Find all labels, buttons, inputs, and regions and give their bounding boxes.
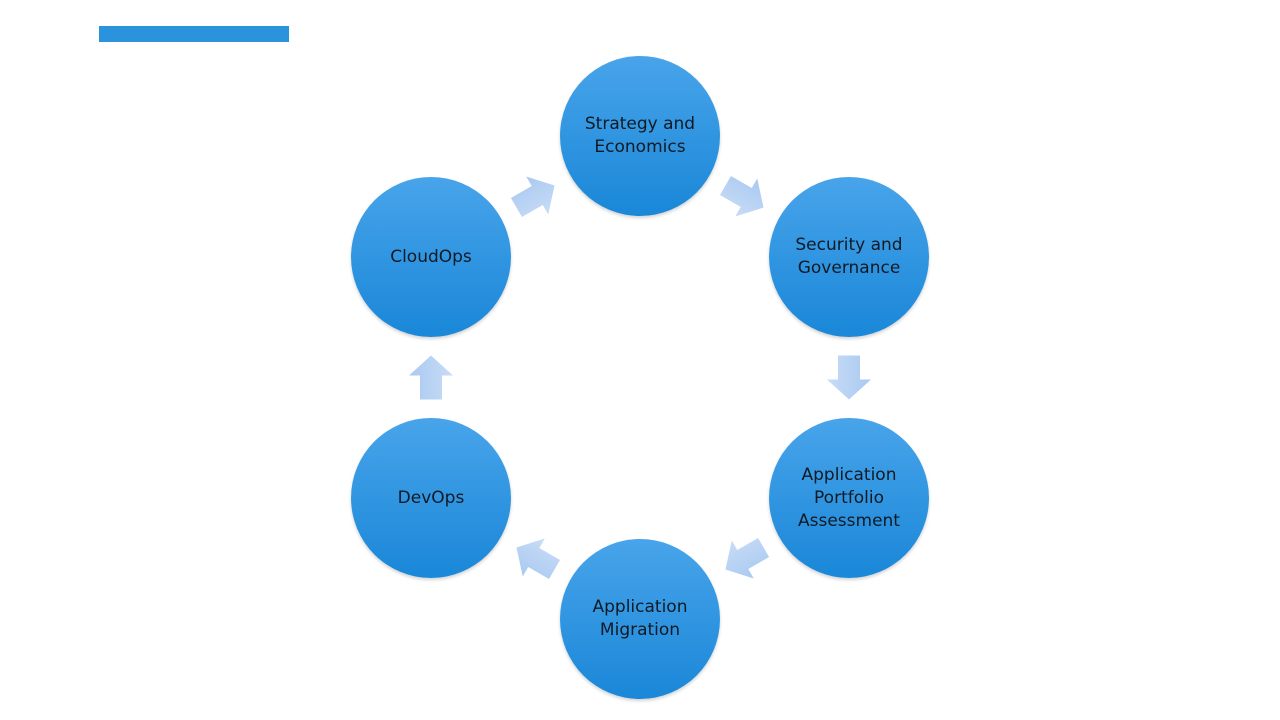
cycle-arrow-portfolio-to-migration xyxy=(725,537,770,579)
node-label: DevOps xyxy=(397,487,465,508)
cycle-arrow-devops-to-cloudops xyxy=(409,355,453,400)
node-label: Application Portfolio Assessment xyxy=(798,464,900,531)
cycle-node-devops: DevOps xyxy=(351,418,511,578)
cycle-node-strategy: Strategy and Economics xyxy=(560,56,720,216)
cycle-arrow-strategy-to-security xyxy=(719,175,764,217)
cycle-node-portfolio: Application Portfolio Assessment xyxy=(769,418,929,578)
cycle-arrow-security-to-portfolio xyxy=(827,355,871,400)
node-label: Security and Governance xyxy=(795,235,903,278)
node-label: CloudOps xyxy=(390,246,472,267)
node-label: Application Migration xyxy=(592,597,688,640)
node-label: Strategy and Economics xyxy=(584,114,696,157)
cycle-arrow-migration-to-devops xyxy=(516,538,561,580)
title-accent-bar xyxy=(99,26,289,42)
cycle-node-security: Security and Governance xyxy=(769,177,929,337)
cycle-arrow-cloudops-to-strategy xyxy=(510,176,555,218)
cycle-node-migration: Application Migration xyxy=(560,539,720,699)
cycle-node-cloudops: CloudOps xyxy=(351,177,511,337)
